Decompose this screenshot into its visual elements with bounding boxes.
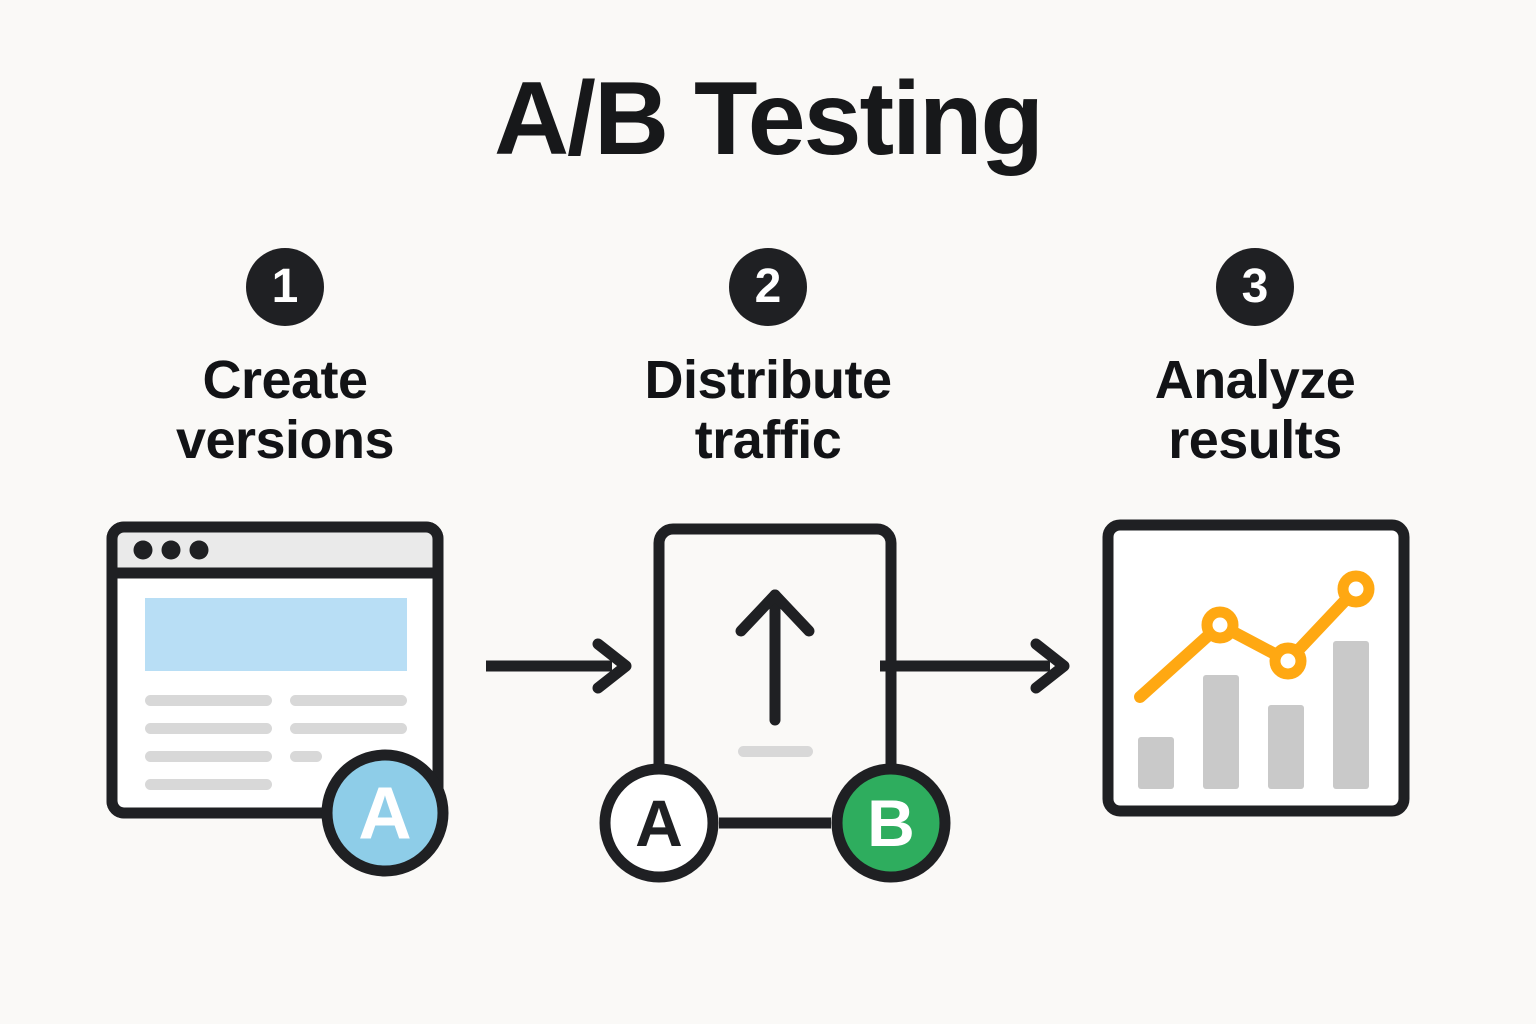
chart-markers bbox=[1201, 570, 1375, 680]
window-dot-3 bbox=[189, 540, 209, 560]
step-number-badge-3: 3 bbox=[1216, 248, 1294, 326]
window-dot-1 bbox=[133, 540, 153, 560]
chart-bar-4 bbox=[1333, 641, 1369, 789]
chart-frame bbox=[1102, 519, 1410, 817]
up-arrow-icon bbox=[735, 589, 815, 637]
arrow-step1-to-step2 bbox=[480, 636, 640, 701]
step-number-badge-1: 1 bbox=[246, 248, 324, 326]
step-column-1: 1 Create versions bbox=[95, 248, 475, 471]
step-label-3: Analyze results bbox=[1154, 350, 1356, 471]
svg-text:B: B bbox=[867, 786, 915, 860]
chart-trend-line bbox=[1134, 583, 1362, 703]
svg-text:A: A bbox=[635, 786, 683, 860]
step-number-badge-2: 2 bbox=[729, 248, 807, 326]
results-chart-panel-icon bbox=[1098, 515, 1418, 840]
step-column-3: 3 Analyze results bbox=[1065, 248, 1445, 471]
divider-dash bbox=[738, 746, 813, 757]
variant-b-node: B bbox=[831, 763, 951, 883]
traffic-frame bbox=[653, 523, 897, 829]
step-column-2: 2 Distribute traffic bbox=[578, 248, 958, 471]
svg-text:A: A bbox=[358, 772, 411, 855]
variant-a-node: A bbox=[599, 763, 719, 883]
chart-bar-2 bbox=[1203, 675, 1239, 789]
chart-bar-3 bbox=[1268, 705, 1304, 789]
step-label-2: Distribute traffic bbox=[644, 350, 892, 471]
browser-window-mockup-icon: A bbox=[100, 515, 460, 900]
hero-block bbox=[145, 598, 407, 671]
chart-bar-1 bbox=[1138, 737, 1174, 789]
window-dot-2 bbox=[161, 540, 181, 560]
chart-bars bbox=[1138, 641, 1369, 789]
arrow-step2-to-step3 bbox=[878, 636, 1078, 701]
traffic-split-diagram-icon: A B bbox=[595, 515, 955, 900]
variant-a-badge: A bbox=[321, 749, 449, 877]
step-label-1: Create versions bbox=[175, 350, 395, 471]
page-title: A/B Testing bbox=[493, 61, 1044, 177]
